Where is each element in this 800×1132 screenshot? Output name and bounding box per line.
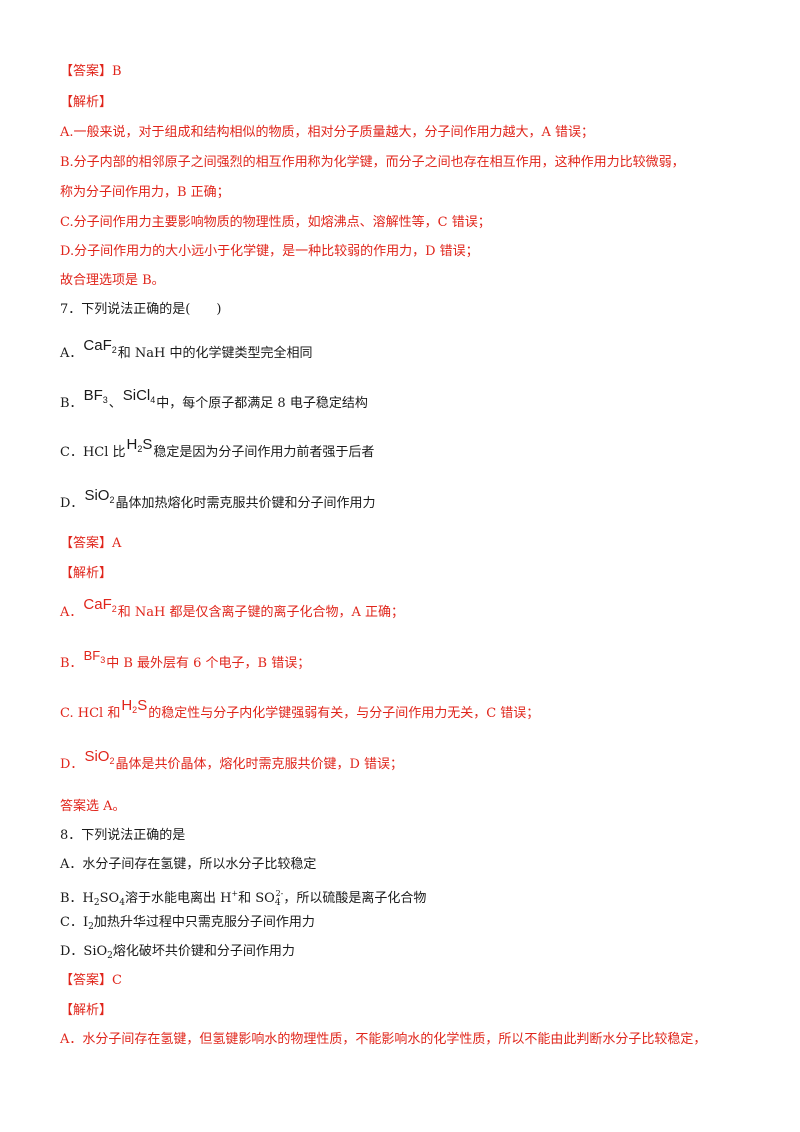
q6-analysis-line: D.分子间作用力的大小远小于化学键，是一种比较弱的作用力，D 错误；	[60, 244, 479, 259]
q6-conclusion: 故合理选项是 B。	[60, 273, 165, 288]
q7-stem: 7．下列说法正确的是( )	[60, 302, 222, 317]
formula: BF3	[83, 648, 106, 665]
q7-conclusion: 答案选 A。	[60, 799, 126, 814]
answer-tag: 【答案】	[60, 536, 113, 551]
formula: CaF2	[83, 337, 117, 355]
answer-tag: 【答案】	[60, 973, 113, 988]
answer-value: B	[112, 64, 122, 79]
q8-answer: 【答案】C	[60, 972, 122, 990]
q7-option-a: A．CaF2和 NaH 中的化学键类型完全相同	[60, 337, 313, 361]
q6-analysis-line: A.一般来说，对于组成和结构相似的物质，相对分子质量越大，分子间作用力越大，A …	[60, 125, 595, 140]
q7-option-b: B．BF3、SiCl4中，每个原子都满足 8 电子稳定结构	[60, 387, 368, 411]
q7-analysis-d: D．SiO2晶体是共价晶体，熔化时需克服共价键，D 错误；	[60, 748, 404, 772]
q6-analysis-tag: 【解析】	[60, 95, 113, 110]
formula: CaF2	[83, 596, 117, 614]
answer-value: A	[112, 536, 122, 551]
q7-option-d: D．SiO2晶体加热熔化时需克服共价键和分子间作用力	[60, 487, 376, 511]
q6-analysis-line: 称为分子间作用力，B 正确；	[60, 185, 230, 200]
formula: SiCl4	[122, 387, 156, 405]
q8-option-b: B．H2SO4溶于水能电离出 H+和 SO42-，所以硫酸是离子化合物	[60, 889, 427, 908]
q6-answer: 【答案】B	[60, 63, 122, 81]
q7-analysis-b: B．BF3中 B 最外层有 6 个电子，B 错误；	[60, 648, 311, 671]
q7-answer: 【答案】A	[60, 535, 121, 553]
formula: SiO2	[84, 748, 115, 766]
formula: SiO2	[84, 487, 115, 505]
formula: H2S	[126, 436, 153, 454]
q7-analysis-tag: 【解析】	[60, 566, 113, 581]
q8-option-c: C．I2加热升华过程中只需克服分子间作用力	[60, 915, 315, 932]
q6-analysis-line: B.分子内部的相邻原子之间强烈的相互作用称为化学键，而分子之间也存在相互作用，这…	[60, 155, 685, 170]
formula: H2S	[121, 697, 148, 715]
q7-analysis-c: C. HCl 和H2S的稳定性与分子内化学键强弱有关，与分子间作用力无关，C 错…	[60, 697, 540, 721]
formula: BF3	[83, 387, 108, 405]
answer-tag: 【答案】	[60, 64, 113, 79]
q7-analysis-a: A．CaF2和 NaH 都是仅含离子键的离子化合物，A 正确；	[60, 596, 404, 620]
q8-option-d: D．SiO2熔化破坏共价键和分子间作用力	[60, 944, 295, 961]
q8-stem: 8．下列说法正确的是	[60, 828, 186, 843]
q8-analysis-tag: 【解析】	[60, 1003, 113, 1018]
q6-analysis-line: C.分子间作用力主要影响物质的物理性质，如熔沸点、溶解性等，C 错误；	[60, 215, 491, 230]
answer-value: C	[112, 973, 122, 988]
q7-option-c: C．HCl 比H2S稳定是因为分子间作用力前者强于后者	[60, 436, 375, 460]
q8-analysis-a: A．水分子间存在氢键，但氢键影响水的物理性质，不能影响水的化学性质，所以不能由此…	[60, 1032, 707, 1047]
q8-option-a: A．水分子间存在氢键，所以水分子比较稳定	[60, 857, 317, 872]
